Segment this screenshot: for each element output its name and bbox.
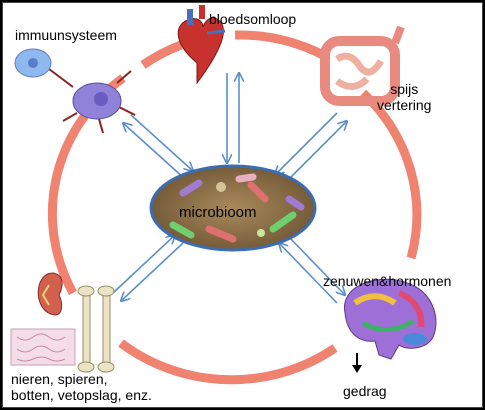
label-bloedsomloop: bloedsomloop [209,11,297,27]
label-gedrag: gedrag [343,383,387,399]
label-zenuwen-hormonen: zenuwen&hormonen [323,273,452,289]
label-spijsvertering: spijs vertering [377,81,431,113]
interaction-arrows [112,73,347,304]
microbiome-icon [149,164,317,252]
label-nieren-line2: botten, vetopslag, enz. [11,387,152,403]
bones-icon [77,285,115,373]
immune-cells-icon [14,48,136,134]
heart-icon [177,5,226,85]
label-immuunsysteem: immuunsysteem [15,27,117,43]
diagram-canvas [10,5,437,385]
label-nieren-line1: nieren, spieren, [11,371,108,387]
label-microbioom: microbioom [179,204,257,221]
kidney-icon [37,272,63,316]
intestines-icon [320,25,405,106]
label-spijs: spijs [390,81,419,97]
label-nieren-spieren: nieren, spieren, botten, vetopslag, enz. [11,371,152,403]
label-vertering: vertering [377,97,432,113]
brain-icon [344,278,437,373]
tissue-sample-icon [10,328,76,366]
